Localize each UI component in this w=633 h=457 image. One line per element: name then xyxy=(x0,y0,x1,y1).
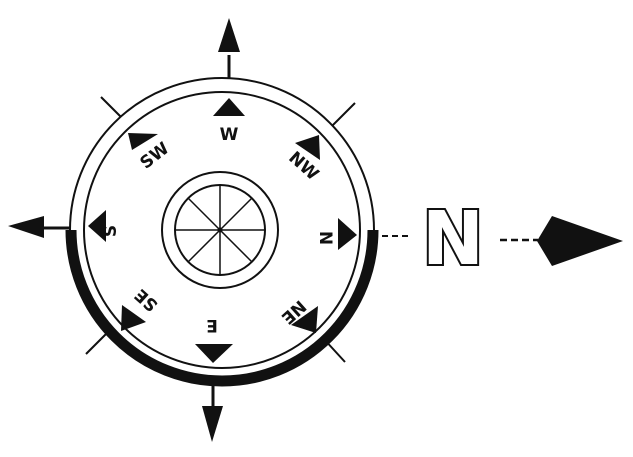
label-e: E xyxy=(206,315,218,335)
arrow-left xyxy=(8,216,72,238)
arrow-up xyxy=(218,18,240,80)
label-w: W xyxy=(220,125,239,145)
center-wheel xyxy=(162,172,278,288)
wheel-hub xyxy=(218,228,223,233)
label-n: N xyxy=(315,231,335,245)
north-letter: N xyxy=(422,196,484,282)
north-arrow-head xyxy=(537,216,623,266)
tick-upper-right xyxy=(330,103,355,128)
north-indicator: N xyxy=(422,196,623,282)
label-s: S xyxy=(101,225,121,237)
